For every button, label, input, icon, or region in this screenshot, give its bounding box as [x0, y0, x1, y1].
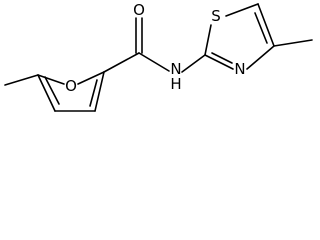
furan-oxygen-label: O	[65, 77, 77, 95]
bond-thiazole-c5-c4	[257, 3, 275, 47]
bond-furan-c5-o1	[37, 74, 65, 85]
bond-thiazole-c5-c4-inner	[254, 12, 268, 44]
thiazole-nitrogen-label: N	[234, 60, 245, 78]
bond-furan-c4-c5	[37, 74, 56, 112]
bond-furan-methyl	[4, 74, 39, 86]
bond-furan-c3-c3-inner	[89, 79, 98, 107]
bond-furan-o1-c2	[77, 71, 105, 85]
bond-thiazole-s1-c5	[225, 3, 259, 17]
bond-thiazole-n3-c2	[204, 54, 234, 70]
bond-thiazole-c4-n3	[246, 45, 275, 70]
bond-furan-c4-c5-inner	[44, 76, 60, 105]
bond-thiazole-n3-c2-inner	[211, 52, 233, 64]
amide-hydrogen-label: H	[170, 75, 181, 93]
bond-furan-c2-c3	[94, 71, 105, 112]
bond-thiazole-c2-s1	[204, 24, 212, 56]
carbonyl-oxygen-label: O	[133, 1, 145, 19]
amide-nitrogen-label: N	[170, 60, 181, 78]
molecule-diagram: O O N H S N	[4, 1, 313, 112]
bond-thiazole-methyl	[273, 39, 313, 47]
bond-nitrogen-thiazole	[181, 54, 206, 73]
thiazole-sulfur-label: S	[211, 7, 221, 25]
bond-furan-carbonyl	[103, 52, 140, 73]
structure-canvas: O O N H S N	[4, 1, 313, 112]
bond-carbonyl-nitrogen	[138, 52, 170, 72]
